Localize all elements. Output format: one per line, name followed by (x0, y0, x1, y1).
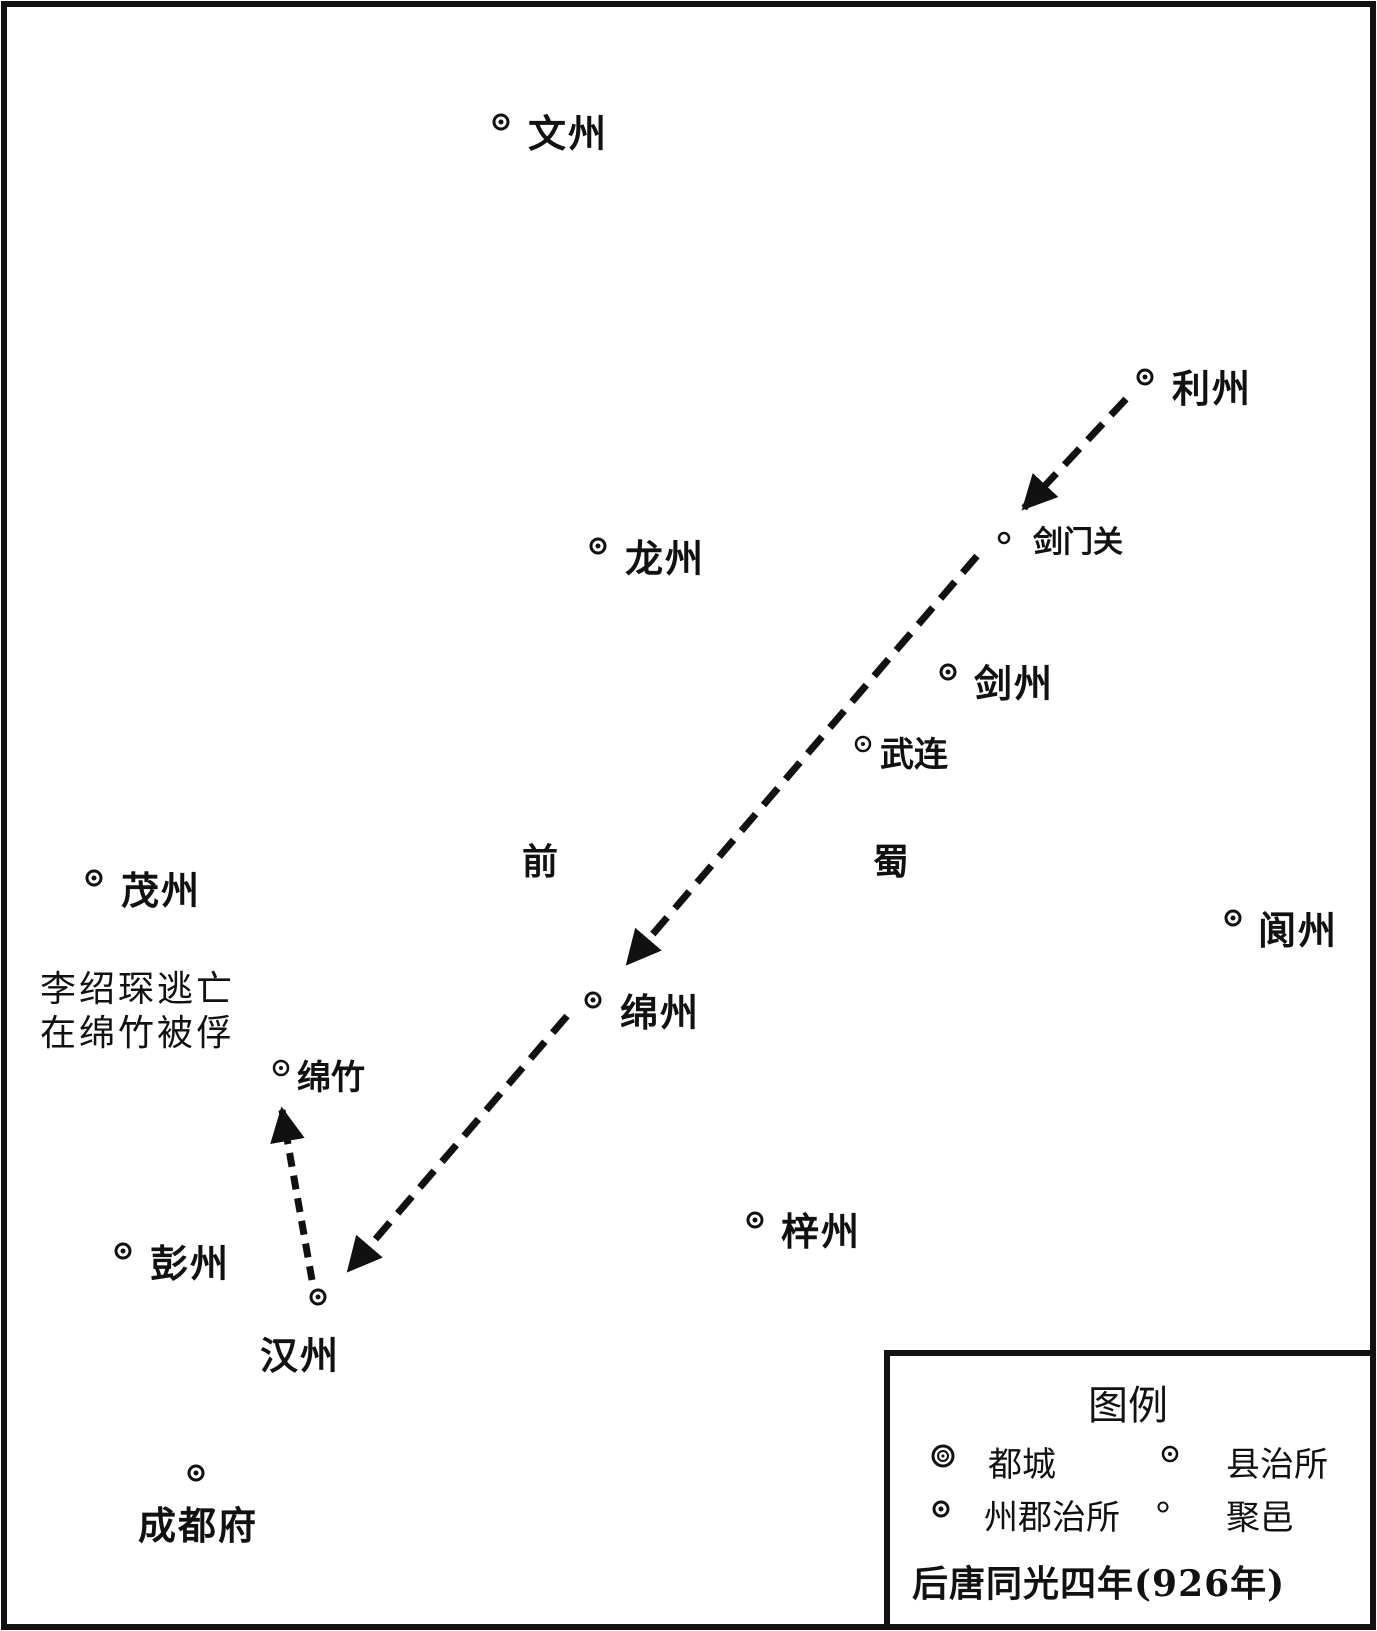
place-label-mianzhou: 绵州 (620, 991, 701, 1035)
place-label-wenzhou: 文州 (528, 112, 609, 156)
settlement-markers (85, 113, 1242, 1482)
legend-label-capital: 都城 (988, 1445, 1056, 1485)
place-marker-hanzhou (309, 1288, 327, 1306)
place-marker-langzhou (1224, 909, 1242, 927)
place-marker-mianzhou (584, 991, 602, 1009)
legend-label-settlement: 聚邑 (1226, 1498, 1294, 1538)
place-marker-wenzhou (492, 113, 510, 131)
route-arrow-mianzhou-hanzhou (346, 1013, 570, 1273)
place-marker-jianmenguan (997, 531, 1011, 545)
place-label-jianzhou: 剑州 (974, 662, 1055, 706)
place-marker-chengdufu (187, 1464, 205, 1482)
region-label-char2: 蜀 (873, 842, 910, 883)
place-marker-zizhou (746, 1211, 764, 1229)
place-label-pengzhou: 彭州 (150, 1242, 231, 1286)
place-label-hanzhou: 汉州 (260, 1334, 341, 1378)
route-arrow-hanzhou-mianzhu (270, 1106, 316, 1281)
place-marker-wulian (854, 735, 872, 753)
place-label-lizhou: 利州 (1172, 367, 1253, 411)
legend-symbol-settlement (1157, 1501, 1169, 1513)
place-label-jianmenguan: 剑门关 (1033, 525, 1123, 560)
place-label-wulian: 武连 (880, 735, 948, 775)
annotation-li-shaochen-captured: 李绍琛逃亡 在绵竹被俘 (40, 969, 236, 1054)
place-marker-pengzhou (114, 1242, 132, 1260)
legend-symbol-prefecture-seat (932, 1500, 950, 1518)
place-marker-mianzhu (272, 1059, 290, 1077)
place-label-mianzhu: 绵竹 (297, 1058, 365, 1098)
legend-label-county-seat: 县治所 (1226, 1445, 1328, 1485)
legend-label-prefecture-seat: 州郡治所 (984, 1498, 1120, 1538)
legend-symbol-capital (931, 1444, 955, 1468)
place-label-longzhou: 龙州 (625, 537, 706, 581)
region-label-char1: 前 (522, 842, 559, 883)
legend-title: 图例 (1088, 1383, 1168, 1429)
route-arrow-jianmenguan-mianzhou (625, 553, 980, 966)
place-marker-jianzhou (939, 663, 957, 681)
legend-symbol-county-seat (1161, 1445, 1179, 1463)
place-label-zizhou: 梓州 (781, 1210, 862, 1254)
place-marker-maozhou (85, 869, 103, 887)
route-arrow-lizhou-jianmenguan (1021, 396, 1129, 511)
place-label-maozhou: 茂州 (121, 869, 202, 913)
legend-box (884, 1350, 1376, 1630)
place-label-langzhou: 阆州 (1258, 909, 1339, 953)
place-marker-longzhou (589, 537, 607, 555)
route-arrows (270, 396, 1129, 1281)
place-marker-lizhou (1136, 368, 1154, 386)
place-label-chengdufu: 成都府 (138, 1504, 259, 1548)
legend-caption: 后唐同光四年(926年) (912, 1563, 1286, 1605)
